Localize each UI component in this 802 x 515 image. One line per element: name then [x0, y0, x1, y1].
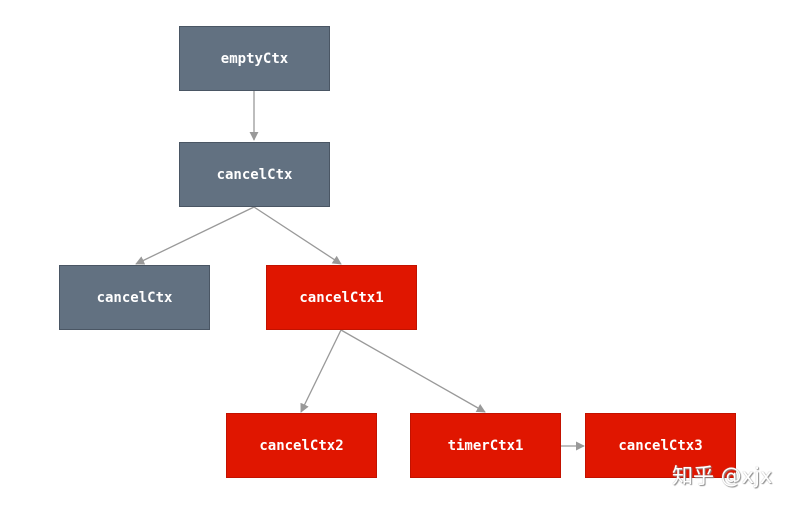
edge-cancel-to-left	[135, 206, 255, 265]
edge-cancel1-to-cancel2	[300, 329, 342, 413]
edge-cancel-to-cancel1	[253, 206, 342, 265]
node-cancel-ctx-root: cancelCtx	[179, 142, 330, 207]
node-cancel-ctx2: cancelCtx2	[226, 413, 377, 478]
node-empty-ctx: emptyCtx	[179, 26, 330, 91]
node-cancel-ctx3: cancelCtx3	[585, 413, 736, 478]
node-cancel-ctx1: cancelCtx1	[266, 265, 417, 330]
node-cancel-ctx-left: cancelCtx	[59, 265, 210, 330]
edge-cancel1-to-timer1	[340, 329, 486, 413]
watermark-text: 知乎 @xjx	[672, 464, 773, 488]
node-timer-ctx1: timerCtx1	[410, 413, 561, 478]
